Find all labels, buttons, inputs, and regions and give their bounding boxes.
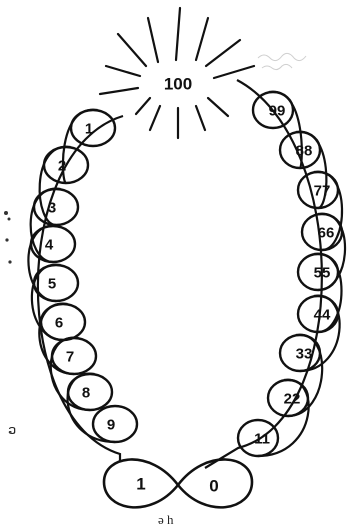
right-loop-label: 88 [296,143,313,160]
right-loop-label: 22 [284,391,301,408]
sunburst-rays [100,8,254,138]
right-loop-label: 55 [314,265,331,282]
right-loop-chain: 99 88 77 66 55 44 33 22 11 [205,80,345,468]
left-loop-label: 9 [107,417,115,434]
right-loop-label: 33 [296,346,313,363]
left-loop-label: 1 [85,121,93,138]
left-loop-label: 6 [55,315,63,332]
right-loop-label: 66 [318,225,335,242]
left-loop-label: 2 [58,158,66,175]
left-loop-label: 3 [48,200,56,217]
margin-specks [4,211,12,264]
margin-mark-bottom: ə h [158,512,174,527]
left-loop-label: 7 [66,349,74,366]
bottom-figure-eight [104,459,252,507]
left-loop-label: 5 [48,276,56,293]
right-loop-label: 77 [314,183,331,200]
right-loop-label: 99 [269,103,286,120]
right-loop-label: 44 [314,307,331,324]
bottom-left-label: 1 [136,475,145,494]
left-loop-label: 8 [82,385,90,402]
margin-mark-left: ວ [8,422,16,437]
faint-scribble [258,53,306,69]
right-loop-label: 11 [254,431,270,448]
bottom-right-label: 0 [209,477,218,496]
left-loop-label: 4 [45,237,54,254]
center-label: 100 [164,75,192,94]
